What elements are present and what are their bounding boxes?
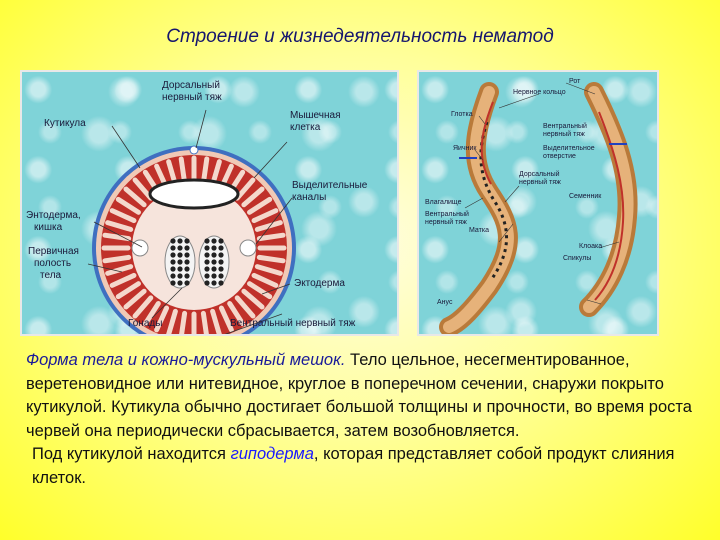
paragraph-2-start: Под кутикулой находится: [32, 445, 231, 463]
label-cuticle: Кутикула: [44, 118, 86, 129]
cross-section-diagram: Дорсальный нервный тяж Кутикула Мышечная…: [26, 80, 368, 334]
worm-leader-lines: [464, 82, 620, 305]
label-ventral-cord-b1: Вентральный: [425, 210, 469, 218]
label-testis: Семенник: [569, 193, 602, 200]
label-dorsal-cord-1: Дорсальный: [519, 170, 560, 178]
label-spicules: Спикулы: [563, 255, 591, 262]
label-ovary: Яичник: [453, 145, 477, 152]
label-pharynx: Глотка: [451, 111, 473, 118]
label-uterus: Матка: [469, 227, 489, 234]
cross-section-panel: Дорсальный нервный тяж Кутикула Мышечная…: [20, 70, 399, 336]
label-dorsal-cord-2: нервный тяж: [162, 92, 222, 103]
label-excretory-pore-1: Выделительное: [543, 145, 595, 152]
label-cloaca: Клоака: [579, 243, 602, 250]
label-excretory-1: Выделительные: [292, 180, 368, 191]
label-dorsal-cord-2: нервный тяж: [519, 178, 561, 186]
lead-phrase: Форма тела и кожно-мускульный мешок.: [26, 351, 346, 369]
paragraph-1: Форма тела и кожно-мускульный мешок. Тел…: [26, 349, 706, 443]
male-worm-illustration: [579, 82, 638, 317]
label-ventral-cord-1: Вентральный: [543, 122, 587, 130]
label-endoderm-2: кишка: [34, 222, 63, 233]
description-text: Форма тела и кожно-мускульный мешок. Тел…: [26, 349, 706, 490]
label-endoderm-1: Энтодерма,: [26, 210, 81, 221]
label-leader-lines: [87, 109, 293, 334]
paragraph-1-body: Тело цельное, несегментированное, верете…: [26, 351, 692, 440]
label-anus: Анус: [437, 299, 453, 306]
label-ventral-cord-2: нервный тяж: [543, 130, 585, 138]
slide-title: Строение и жизнедеятельность нематод: [166, 26, 554, 47]
label-dorsal-cord-1: Дорсальный: [162, 80, 220, 91]
term-hypodermis: гиподерма: [230, 445, 314, 463]
label-excretory-pore-2: отверстие: [543, 153, 576, 160]
female-worm-illustration: [439, 82, 518, 334]
label-ventral-cord-b2: нервный тяж: [425, 218, 467, 226]
label-mouth: Рот: [569, 78, 581, 85]
label-ectoderm: Эктодерма: [294, 278, 345, 289]
label-muscle-cell-1: Мышечная: [290, 110, 340, 121]
cross-section-illustration: [92, 145, 296, 334]
label-muscle-cell-2: клетка: [290, 122, 321, 133]
paragraph-2: Под кутикулой находится гиподерма, котор…: [26, 443, 706, 490]
label-nerve-ring: Нервное кольцо: [513, 89, 566, 96]
label-cavity-2: полость: [34, 258, 71, 269]
paragraph-2-end: , которая представляет собой продукт сли…: [32, 445, 675, 487]
label-ventral-cord: Вентральный нервный тяж: [230, 318, 356, 329]
label-cavity-3: тела: [40, 270, 62, 281]
label-vagina: Влагалище: [425, 199, 462, 206]
label-excretory-2: каналы: [292, 192, 326, 203]
label-gonads: Гонады: [128, 318, 162, 329]
worm-diagram: Рот Нервное кольцо Глотка Вентральный не…: [425, 78, 638, 334]
worm-anatomy-panel: Рот Нервное кольцо Глотка Вентральный не…: [417, 70, 659, 336]
label-cavity-1: Первичная: [28, 246, 79, 257]
